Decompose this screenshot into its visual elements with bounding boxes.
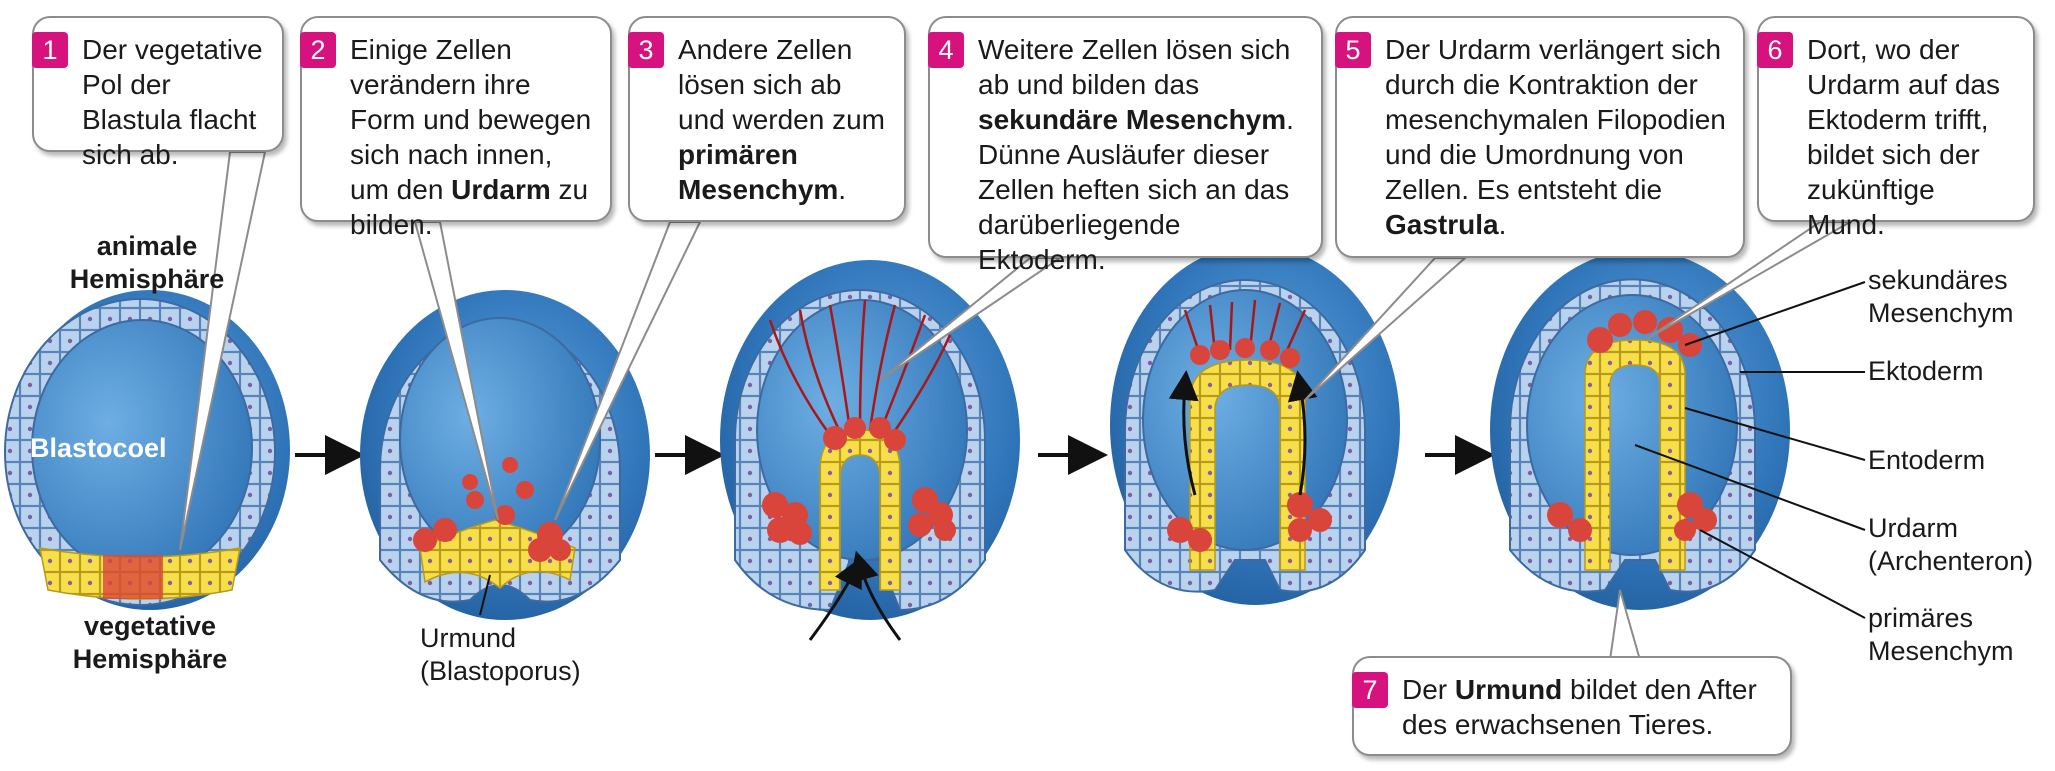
callout-text-part: Dort, wo der Urdarm auf das Ektoderm tri… (1807, 34, 2000, 240)
callout-text-part: zu bilden. (350, 174, 589, 240)
callout-text-4: Weitere Zellen lösen sich ab und bilden … (978, 32, 1305, 277)
callout-text-part: Weitere Zellen lösen sich ab und bilden … (978, 34, 1291, 100)
step-badge-1: 1 (32, 32, 68, 68)
callout-text-part: . (1498, 209, 1507, 240)
label-primary-mesenchyme: primäres Mesenchym (1868, 603, 2014, 666)
step-badge-7: 7 (1352, 672, 1388, 708)
callout-pointers (179, 151, 1854, 661)
callout-text-part: Einige Zellen verändern ihre Form und be… (350, 34, 592, 205)
callout-text-part: Gastrula (1385, 209, 1499, 240)
callout-step-5: 5 Der Urdarm verlängert sich durch die K… (1335, 16, 1745, 258)
callout-step-4: 4 Weitere Zellen lösen sich ab und bilde… (928, 16, 1323, 275)
label-blastocoel: Blastocoel (30, 433, 167, 463)
callout-text-part: bildet den After des erwachsenen Tieres. (1402, 674, 1757, 740)
step-badge-2: 2 (300, 32, 336, 68)
callout-step-1: 1 Der vegetative Pol der Blastula flacht… (32, 16, 284, 170)
callout-text-part: sekundäre Mesenchym (978, 104, 1287, 135)
callout-text-7: Der Urmund bildet den After des erwachse… (1402, 672, 1774, 742)
callout-text-part: Urdarm (451, 174, 551, 205)
label-blastopore: Urmund (Blastoporus) (420, 623, 581, 686)
callout-text-part: . (838, 174, 847, 205)
label-secondary-mesenchyme: sekundäres Mesenchym (1868, 265, 2014, 328)
label-vegetal-hemisphere: vegetative Hemisphäre (72, 611, 228, 674)
step-badge-4: 4 (928, 32, 964, 68)
callout-text-3: Andere Zellen lösen sich ab und werden z… (678, 32, 888, 207)
callout-step-3: 3 Andere Zellen lösen sich ab und werden… (628, 16, 906, 222)
embryo-gastrula (1490, 250, 1790, 610)
label-lines (479, 281, 1866, 619)
callout-text-part: Der vegetative Pol der Blastula flacht s… (82, 34, 263, 170)
step-badge-5: 5 (1335, 32, 1371, 68)
embryo-stage-3 (720, 260, 1020, 641)
embryo-stage-4 (1110, 245, 1400, 605)
callout-step-7: 7 Der Urmund bildet den After des erwach… (1352, 656, 1792, 756)
callout-text-part: . Dünne Ausläufer dieser Zellen heften s… (978, 104, 1294, 275)
callout-text-part: Der Urdarm verlängert sich durch die Kon… (1385, 34, 1726, 205)
callout-text-part: Urmund (1454, 674, 1563, 705)
callout-text-1: Der vegetative Pol der Blastula flacht s… (82, 32, 266, 172)
callout-step-2: 2 Einige Zellen verändern ihre Form und … (300, 16, 612, 240)
step-badge-3: 3 (628, 32, 664, 68)
label-archenteron: Urdarm (Archenteron) (1868, 513, 2034, 576)
label-endoderm: Entoderm (1868, 445, 1986, 475)
callout-text-6: Dort, wo der Urdarm auf das Ektoderm tri… (1807, 32, 2017, 242)
label-ectoderm: Ektoderm (1868, 356, 1984, 386)
callout-text-part: Andere Zellen lösen sich ab und werden z… (678, 34, 886, 135)
callout-text-part: primären Mesenchym (678, 139, 839, 205)
callout-text-2: Einige Zellen verändern ihre Form und be… (350, 32, 594, 242)
step-badge-6: 6 (1757, 32, 1793, 68)
label-animal-hemisphere: animale Hemisphäre (69, 231, 225, 294)
callout-step-6: 6 Dort, wo der Urdarm auf das Ektoderm t… (1757, 16, 2035, 240)
callout-text-part: Der (1402, 674, 1455, 705)
embryo-stage-2 (360, 290, 650, 620)
callout-text-5: Der Urdarm verlängert sich durch die Kon… (1385, 32, 1727, 242)
